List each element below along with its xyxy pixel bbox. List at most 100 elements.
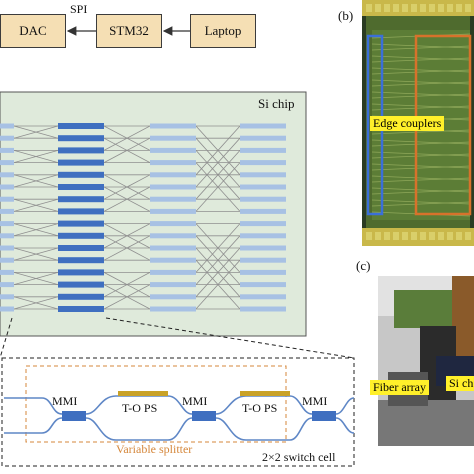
edge-couplers-label: Edge couplers: [370, 116, 445, 131]
chip-interconnect: [195, 259, 241, 310]
dac-block: DAC: [0, 14, 66, 48]
panel-b-tag: (b): [338, 8, 354, 23]
chip-switch-element: [58, 257, 104, 264]
chip-switch-element: [240, 184, 286, 190]
chip-switch-element: [150, 306, 196, 312]
bond-pad: [429, 232, 435, 240]
photo-trace: [371, 201, 471, 207]
chip-interconnect: [103, 223, 151, 249]
photo-trace: [371, 67, 471, 73]
tops-heater-1: [118, 391, 168, 396]
chip-interconnect: [13, 272, 59, 285]
chip-switch-element: [240, 306, 286, 312]
photo-trace: [371, 165, 471, 171]
photo-trace: [371, 177, 471, 183]
chip-switch-element: [0, 269, 14, 275]
laptop-block: Laptop: [190, 14, 256, 48]
photo-trace: [371, 57, 471, 63]
chip-switch-element: [58, 208, 104, 215]
chip-switch-element: [58, 306, 104, 312]
chip-switch-element: [150, 184, 196, 190]
chip-switch-element: [58, 196, 104, 203]
chip-switch-element: [0, 233, 14, 239]
si-chip: [0, 91, 307, 337]
chip-switch-element: [58, 171, 104, 178]
chip-switch-element: [240, 294, 286, 300]
bond-pad: [366, 4, 372, 12]
bond-pad: [393, 232, 399, 240]
chip-interconnect: [195, 223, 241, 273]
chip-interconnect: [195, 162, 241, 212]
chip-switch-element: [0, 135, 14, 141]
stm32-block: STM32: [96, 14, 162, 48]
chip-switch-element: [150, 245, 196, 251]
chip-switch-element: [0, 184, 14, 190]
chip-switch-element: [240, 282, 286, 288]
chip-interconnect: [13, 247, 59, 261]
bond-pad: [411, 232, 417, 240]
photo-trace: [371, 105, 471, 111]
chip-interconnect: [195, 125, 241, 176]
chip-switch-element: [58, 232, 104, 239]
photo-trace: [371, 163, 471, 169]
variable-splitter-box: [25, 365, 287, 443]
bond-pad: [438, 232, 444, 240]
chip-interconnect: [103, 284, 151, 310]
chip-interconnect: [195, 247, 241, 298]
chip-switch-element: [0, 282, 14, 288]
bond-pad: [465, 232, 471, 240]
photo-trace: [371, 93, 471, 99]
chip-interconnect: [103, 125, 151, 151]
photo-trace: [371, 141, 471, 147]
chip-switch-element: [0, 294, 14, 300]
mmi-block-2: [192, 411, 216, 421]
photo-trace: [371, 55, 471, 61]
chip-switch-element: [240, 123, 286, 129]
bond-pad: [465, 4, 471, 12]
bond-pad: [429, 4, 435, 12]
chip-switch-element: [240, 221, 286, 227]
bond-pad: [456, 232, 462, 240]
chip-switch-element: [58, 135, 104, 142]
photo-trace: [371, 43, 471, 49]
chip-switch-element: [150, 208, 196, 214]
chip-switch-element: [0, 172, 14, 178]
chip-switch-element: [0, 245, 14, 251]
chip-switch-element: [240, 196, 286, 202]
bond-pad: [402, 4, 408, 12]
chip-interconnect: [103, 235, 151, 261]
photo-trace: [371, 175, 471, 181]
photo-trace: [371, 129, 471, 135]
chip-switch-element: [150, 294, 196, 300]
photo-trace: [371, 151, 471, 157]
chip-switch-element: [0, 147, 14, 153]
chip-interconnect: [13, 198, 59, 212]
bond-pad: [420, 4, 426, 12]
chip-switch-element: [58, 184, 104, 190]
setup-photo-c: [378, 276, 474, 446]
chip-switch-element: [240, 135, 286, 141]
panel-c-tag: (c): [356, 258, 371, 273]
bond-pad: [384, 4, 390, 12]
tops-heater-2: [240, 391, 290, 396]
mmi-label-3: MMI: [302, 394, 328, 408]
photo-trace: [371, 45, 471, 51]
bond-pad: [393, 4, 399, 12]
chip-switch-element: [58, 159, 104, 166]
chip-switch-element: [150, 147, 196, 153]
chip-interconnect: [13, 150, 59, 163]
chip-switch-element: [58, 123, 104, 129]
chip-switch-element: [150, 123, 196, 129]
bond-pad: [411, 4, 417, 12]
mmi-label-1: MMI: [52, 394, 78, 408]
chip-interconnect: [103, 174, 151, 200]
chip-interconnect: [13, 125, 59, 139]
chip-interconnect: [195, 150, 241, 200]
photo-trace: [371, 103, 471, 109]
chip-switch-element: [240, 160, 286, 166]
photo-trace: [371, 187, 471, 193]
laptop-label: Laptop: [204, 23, 242, 38]
chip-switch-element: [150, 257, 196, 263]
chip-interconnect: [103, 272, 151, 298]
